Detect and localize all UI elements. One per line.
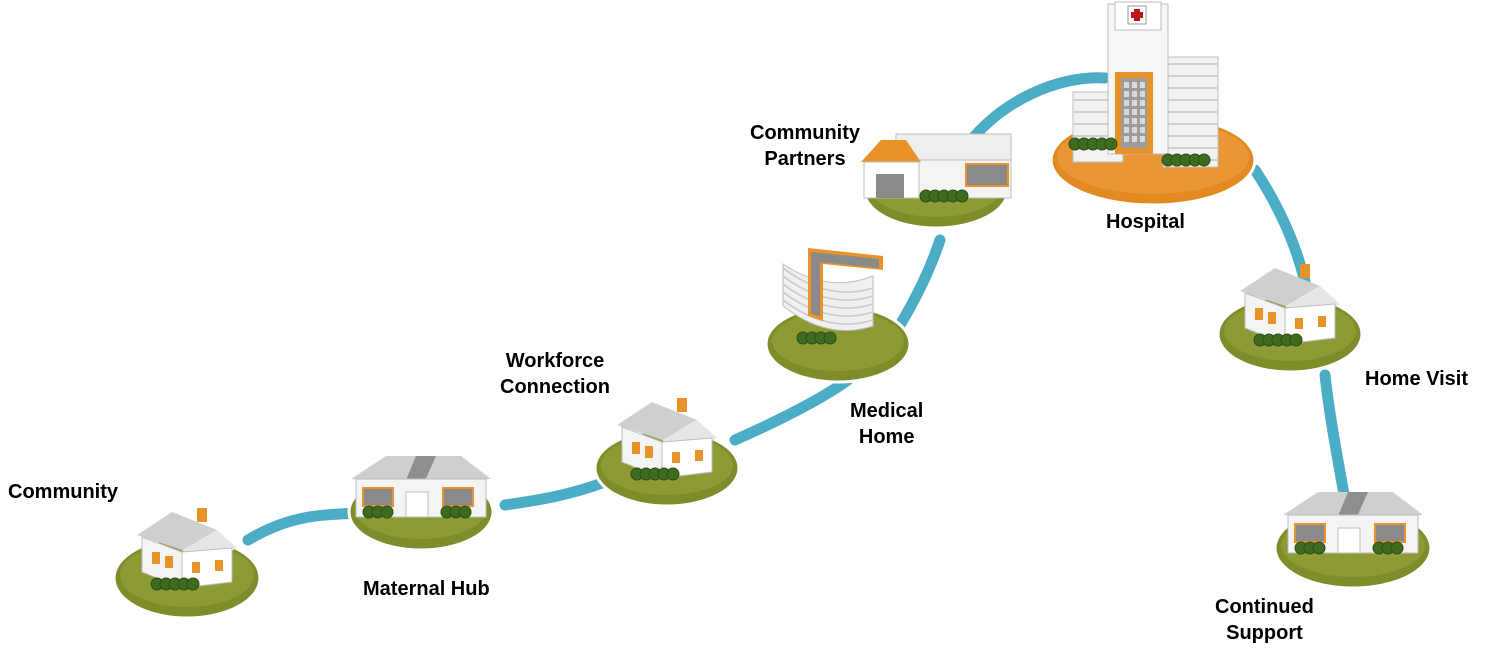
window-icon <box>1295 318 1303 329</box>
label-workforce-connection: Workforce Connection <box>500 350 610 398</box>
window-icon <box>965 163 1009 187</box>
window-icon <box>695 450 703 461</box>
label-community-partners: Community Partners <box>750 122 860 170</box>
chimney-icon <box>1300 264 1310 278</box>
window-icon <box>1318 316 1326 327</box>
shrub-icon <box>458 505 472 519</box>
shrub-icon <box>666 467 680 481</box>
window-icon <box>442 487 474 507</box>
chimney-icon <box>197 508 207 522</box>
window-icon <box>192 562 200 573</box>
window-icon <box>215 560 223 571</box>
shrub-icon <box>1312 541 1326 555</box>
label-maternal-hub: Maternal Hub <box>363 578 490 600</box>
shrub-icon <box>1390 541 1404 555</box>
shrub-icon <box>1289 333 1303 347</box>
roof-icon <box>617 402 697 440</box>
window-icon <box>1294 523 1326 543</box>
shrub-icon <box>1104 137 1118 151</box>
window-icon <box>362 487 394 507</box>
window-icon <box>672 452 680 463</box>
label-community: Community <box>8 481 118 503</box>
roof-icon <box>1240 268 1320 306</box>
entrance-icon <box>405 491 429 518</box>
stop-community-partners <box>861 133 1012 230</box>
entrance-icon <box>1337 527 1361 554</box>
stop-community <box>112 508 262 620</box>
window-icon <box>152 552 160 564</box>
stop-medical-home <box>764 248 912 384</box>
window-icon <box>165 556 173 568</box>
window-icon <box>645 446 653 458</box>
shrub-icon <box>823 331 837 345</box>
stop-maternal-hub <box>347 456 495 552</box>
label-continued-support: Continued Support <box>1215 596 1314 644</box>
stop-hospital <box>1049 1 1257 207</box>
stop-workforce-connection <box>593 398 741 508</box>
label-medical-home: Medical Home <box>850 400 924 448</box>
window-icon <box>1268 312 1276 324</box>
window-icon <box>632 442 640 454</box>
care-pathway-line <box>242 72 1351 546</box>
label-home-visit: Home Visit <box>1365 368 1468 390</box>
shrub-icon <box>186 577 200 591</box>
shrub-icon <box>1197 153 1211 167</box>
stop-continued-support <box>1273 492 1433 590</box>
shrub-icon <box>955 189 969 203</box>
canopy-icon <box>861 140 921 162</box>
label-hospital: Hospital <box>1106 211 1185 233</box>
window-icon <box>1374 523 1406 543</box>
roof-icon <box>137 512 217 550</box>
chimney-icon <box>677 398 687 412</box>
shrub-icon <box>380 505 394 519</box>
stop-home-visit <box>1216 264 1364 374</box>
window-icon <box>1255 308 1263 320</box>
